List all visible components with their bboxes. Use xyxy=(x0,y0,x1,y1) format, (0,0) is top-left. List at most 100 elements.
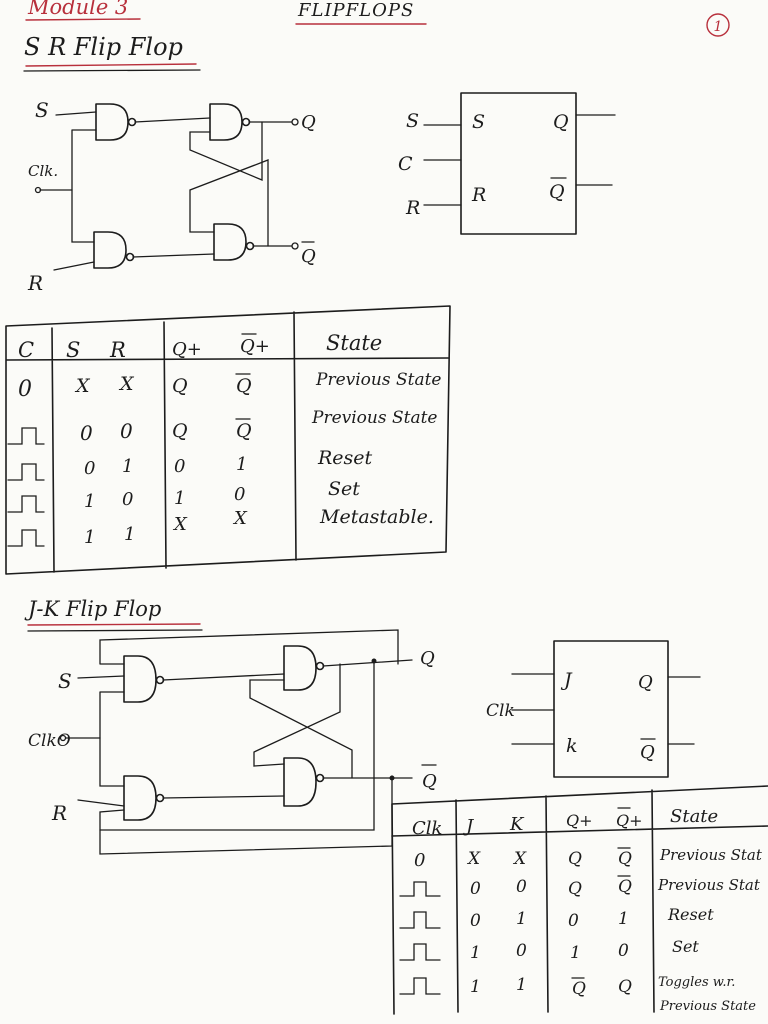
jk-r4-k: 0 xyxy=(516,941,527,961)
jk-heading: J-K Flip Flop xyxy=(24,597,161,621)
sr-r3-r: 1 xyxy=(122,456,133,477)
sr-block-qbar: Q xyxy=(549,181,565,203)
sr-r4-state: Set xyxy=(328,478,360,500)
jk-circuit-s-label: S xyxy=(58,669,72,693)
jk-nand-gate-2 xyxy=(123,775,157,821)
jk-header-k: K xyxy=(509,814,525,835)
sr-heading: S R Flip Flop xyxy=(24,33,183,61)
sr-block-q: Q xyxy=(553,111,569,133)
jk-r5-q: Q xyxy=(572,979,586,999)
jk-block-j: J xyxy=(560,669,573,691)
sr-nand-gate-1 xyxy=(95,103,129,141)
sr-r1-s: X xyxy=(74,375,91,397)
jk-block-diagram: Clk J k Q Q xyxy=(486,640,701,778)
sr-header-r: R xyxy=(109,338,126,362)
sr-r5-clock-pulse xyxy=(7,529,45,547)
sr-nand-gate-3 xyxy=(209,103,243,141)
sr-circuit-clk-label: Clk. xyxy=(28,162,58,180)
sr-r4-r: 0 xyxy=(122,489,133,510)
jk-r5-state: Toggles w.r. xyxy=(658,975,735,990)
jk-circuit-qbar-label: Q xyxy=(422,771,437,792)
jk-r2-j: 0 xyxy=(470,879,481,899)
sr-r1-clk: 0 xyxy=(18,377,32,402)
jk-r1-j: X xyxy=(466,849,481,869)
sr-r3-clock-pulse xyxy=(7,463,45,481)
jk-block-clk: Clk xyxy=(486,701,515,721)
jk-r1-qb: Q xyxy=(618,849,632,869)
jk-r4-j: 1 xyxy=(470,943,481,963)
jk-heading-underline-2 xyxy=(27,629,203,632)
sr-block-r: R xyxy=(471,184,486,206)
jk-header-state: State xyxy=(670,806,718,827)
sr-r3-s: 0 xyxy=(84,458,95,479)
jk-header-clk: Clk xyxy=(412,818,442,839)
sr-block-diagram: S C R S R Q Q xyxy=(398,92,616,235)
sr-r1-state: Previous State xyxy=(315,370,441,390)
jk-circuit-r-label: R xyxy=(51,801,67,825)
sr-r5-q: X xyxy=(172,514,188,535)
page-number-circle xyxy=(706,13,730,37)
jk-r1-k: X xyxy=(512,849,527,869)
jk-r1-clk: 0 xyxy=(414,850,425,871)
jk-r2-qb: Q xyxy=(618,877,632,897)
sr-r2-q: Q xyxy=(172,420,188,442)
jk-r2-q: Q xyxy=(568,879,582,899)
jk-truth-table: Clk J K Q+ Q+ State 0 X X Q Q Previous S… xyxy=(391,785,768,1015)
jk-nand-gate-4 xyxy=(283,757,317,807)
sr-header-c: C xyxy=(18,338,34,362)
jk-r3-k: 1 xyxy=(516,909,527,929)
jk-r3-q: 0 xyxy=(568,911,579,931)
sr-r5-state: Metastable. xyxy=(319,506,434,528)
sr-block-s-in: S xyxy=(406,110,419,132)
sr-circuit-s-label: S xyxy=(35,98,49,122)
jk-block-q: Q xyxy=(638,672,653,693)
sr-r4-q: 1 xyxy=(174,488,185,509)
sr-header-qbarplus: Q+ xyxy=(240,336,270,357)
jk-nand-gate-3 xyxy=(283,645,317,691)
jk-r3-j: 0 xyxy=(470,911,481,931)
jk-r3-qb: 1 xyxy=(618,909,629,929)
sr-r1-q: Q xyxy=(172,375,188,397)
jk-r5-state-cont: Previous State xyxy=(659,999,756,1014)
sr-nand-gate-2 xyxy=(93,231,127,269)
jk-r4-state: Set xyxy=(672,937,699,956)
jk-block-box xyxy=(553,640,669,778)
jk-circuit-q-label: Q xyxy=(420,648,435,669)
sr-circuit-q-label: Q xyxy=(301,112,316,133)
jk-nand-gate-1 xyxy=(123,655,157,703)
sr-circuit-qbar-label: Q xyxy=(301,246,316,267)
jk-heading-underline-1 xyxy=(27,623,201,626)
sr-circuit: S Clk. R Q Q xyxy=(27,98,316,295)
sr-r4-qb: 0 xyxy=(234,484,245,505)
sr-r1-r: X xyxy=(118,373,135,395)
sr-r5-qb: X xyxy=(232,508,248,529)
sr-r3-state: Reset xyxy=(317,447,373,469)
page-title: FLIPFLOPS xyxy=(297,0,414,21)
jk-header-j: J xyxy=(462,816,475,837)
jk-block-k: k xyxy=(566,735,578,757)
sr-r1-qb: Q xyxy=(236,375,252,397)
sr-nand-gate-4 xyxy=(213,223,247,261)
sr-r2-state: Previous State xyxy=(311,408,437,428)
jk-r4-q: 1 xyxy=(570,943,581,963)
sr-header-qplus: Q+ xyxy=(172,339,202,360)
sr-heading-underline-1 xyxy=(25,63,197,67)
sr-truth-table: C S R Q+ Q+ State 0 X X Q Q Previous Sta… xyxy=(5,305,451,575)
jk-r5-k: 1 xyxy=(516,975,527,995)
module-title: Module 3 xyxy=(27,0,128,19)
sr-r4-s: 1 xyxy=(84,491,95,512)
jk-r4-qb: 0 xyxy=(618,941,629,961)
jk-block-qbar: Q xyxy=(640,742,655,763)
sr-block-r-in: R xyxy=(405,197,420,219)
sr-r5-s: 1 xyxy=(84,527,95,548)
sr-r3-q: 0 xyxy=(174,456,185,477)
sr-r5-r: 1 xyxy=(124,524,135,545)
sr-block-box xyxy=(460,92,577,235)
jk-circuit-clk-label: ClkO xyxy=(28,731,71,751)
jk-header-qplus: Q+ xyxy=(566,811,593,830)
jk-r3-clock-pulse xyxy=(399,911,441,929)
jk-r2-k: 0 xyxy=(516,877,527,897)
sr-block-c-in: C xyxy=(398,153,413,175)
sr-r2-s: 0 xyxy=(80,421,93,445)
